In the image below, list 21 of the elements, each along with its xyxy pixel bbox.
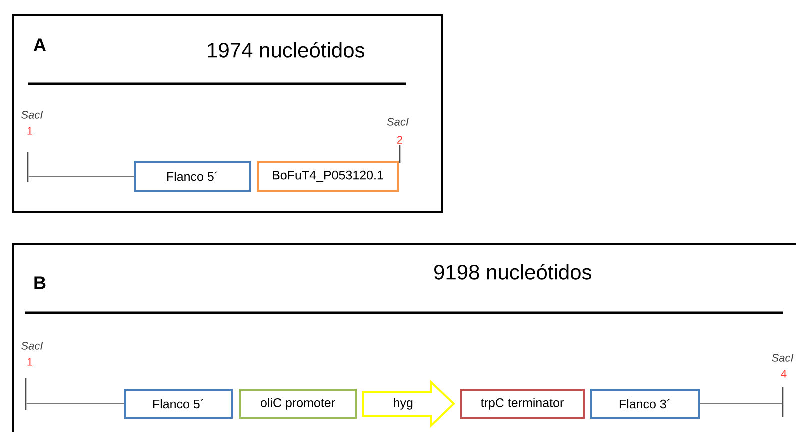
site-number: 4	[781, 370, 787, 378]
gene-box: Flanco 5´	[124, 389, 233, 419]
site-tick	[782, 387, 784, 417]
site-name: SacI	[22, 111, 44, 119]
site-name: SacI	[772, 354, 794, 362]
gene-box: BoFuT4_P053120.1	[257, 161, 399, 192]
site-number: 1	[28, 127, 33, 135]
gene-box: oliC promoter	[239, 389, 357, 419]
line	[28, 176, 134, 177]
site-name: SacI	[387, 118, 409, 126]
site-number: 1	[28, 358, 33, 366]
site-number: 2	[398, 136, 402, 144]
site-tick	[27, 152, 29, 182]
gene-box: Flanco 5´	[134, 161, 251, 192]
site-tick	[25, 378, 27, 410]
edge-label: hyg	[392, 397, 414, 411]
site-tick	[399, 145, 401, 163]
block-arrow	[362, 380, 456, 428]
site-name: SacI	[22, 342, 44, 350]
gene-box: Flanco 3´	[590, 389, 700, 419]
gene-box: trpC terminator	[460, 389, 585, 419]
